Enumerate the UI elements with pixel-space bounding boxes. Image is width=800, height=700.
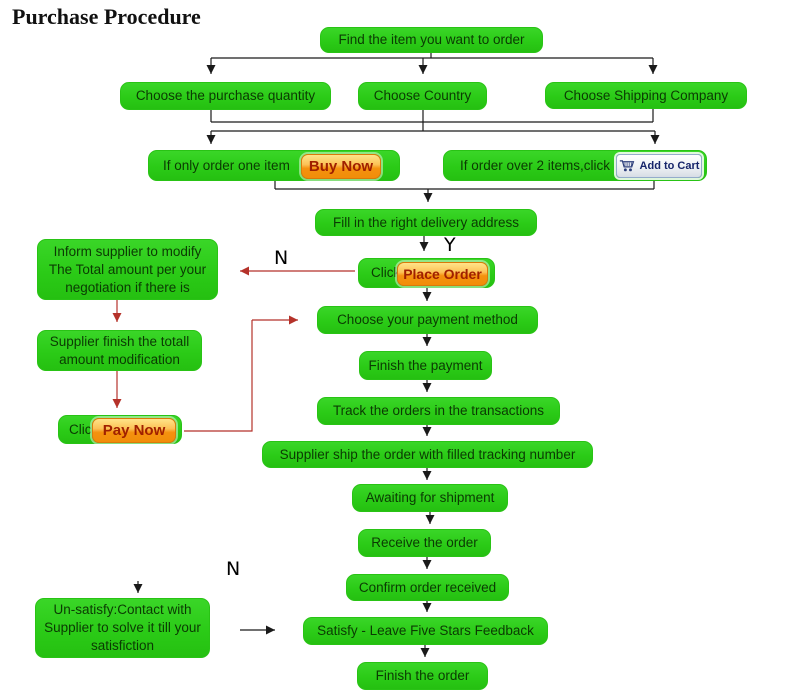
node-awaiting-shipment: Awaiting for shipment xyxy=(352,484,508,512)
node-one-item: If only order one item Buy Now xyxy=(148,150,400,181)
node-inform-supplier: Inform supplier to modify The Total amou… xyxy=(37,239,218,300)
node-finish-payment: Finish the payment xyxy=(359,351,492,380)
node-unsatisfy: Un-satisfy:Contact with Supplier to solv… xyxy=(35,598,210,658)
label-no-satisfy: N xyxy=(226,558,241,580)
click-label: Click xyxy=(371,265,401,280)
node-supplier-ship: Supplier ship the order with filled trac… xyxy=(262,441,593,468)
place-order-button: Place Order xyxy=(397,262,488,286)
node-receive-order: Receive the order xyxy=(358,529,491,557)
node-finish-order: Finish the order xyxy=(357,662,488,690)
node-click-place-order: Click Place Order xyxy=(358,258,495,288)
node-fill-address: Fill in the right delivery address xyxy=(315,209,537,236)
node-choose-country: Choose Country xyxy=(358,82,487,110)
label-yes: Y xyxy=(444,234,456,256)
node-confirm-received: Confirm order received xyxy=(346,574,509,601)
pay-now-button: Pay Now xyxy=(92,418,176,443)
node-choose-payment: Choose your payment method xyxy=(317,306,538,334)
node-choose-quantity: Choose the purchase quantity xyxy=(120,82,331,110)
bus-lines xyxy=(210,53,655,190)
add-to-cart-label: Add to Cart xyxy=(639,160,700,172)
node-track-orders: Track the orders in the transactions xyxy=(317,397,560,425)
node-one-item-label: If only order one item xyxy=(163,157,290,173)
node-click-pay-now: Click Pay Now xyxy=(58,415,182,444)
node-satisfy-feedback: Satisfy - Leave Five Stars Feedback xyxy=(303,617,548,645)
add-to-cart-button: Add to Cart xyxy=(616,154,702,178)
red-elbow-paynow-to-payment xyxy=(184,320,253,432)
node-over-two-items: If order over 2 items,click Add to Cart xyxy=(443,150,707,181)
buy-now-button: Buy Now xyxy=(301,154,381,179)
node-find-item: Find the item you want to order xyxy=(320,27,543,53)
label-no-modify: N xyxy=(274,247,289,269)
node-over-two-items-label: If order over 2 items,click xyxy=(460,157,611,173)
node-choose-shipping: Choose Shipping Company xyxy=(545,82,747,109)
click-label: Click xyxy=(69,421,99,437)
page-title: Purchase Procedure xyxy=(12,4,201,29)
node-supplier-finish: Supplier finish the totall amount modifi… xyxy=(37,330,202,371)
cart-icon xyxy=(619,160,634,172)
